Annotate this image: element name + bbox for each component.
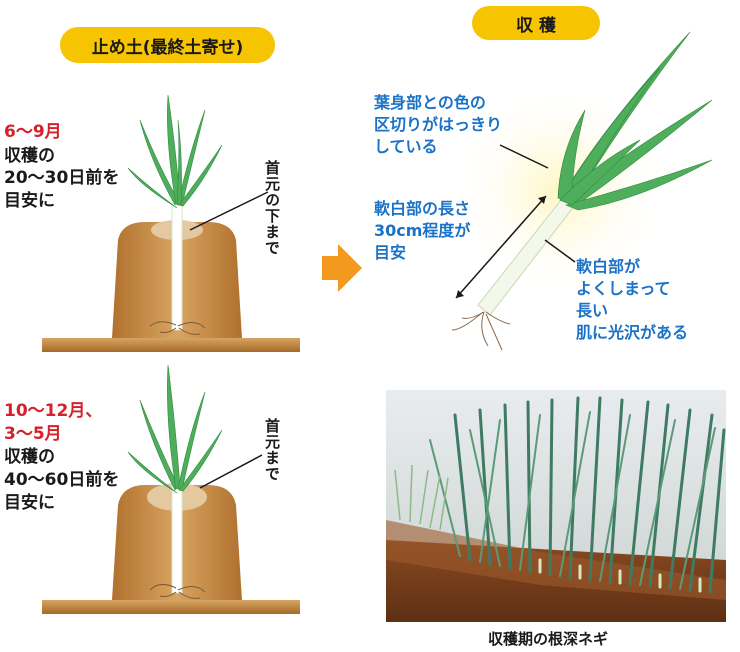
right-title: 収 穫 bbox=[516, 15, 556, 36]
plant-diagram-1 bbox=[42, 94, 300, 352]
photo-caption: 収穫期の根深ネギ bbox=[488, 630, 609, 648]
note3-line3: 長い bbox=[576, 301, 609, 320]
mark2-vertical: 首元まで bbox=[263, 418, 281, 482]
field-photo bbox=[386, 390, 726, 622]
note2-line2: 30cm程度が bbox=[374, 221, 471, 240]
left-title: 止め土(最終土寄せ) bbox=[91, 37, 244, 58]
note2-line1: 軟白部の長さ bbox=[374, 199, 471, 218]
note3-line4: 肌に光沢がある bbox=[576, 323, 689, 342]
period2-line1: 10〜12月、 bbox=[4, 401, 103, 421]
mark1-vertical: 首元の下まで bbox=[263, 160, 281, 256]
right-title-pill: 収 穫 bbox=[472, 6, 600, 40]
note3-line1: 軟白部が bbox=[576, 257, 641, 276]
note2-line3: 目安 bbox=[374, 243, 407, 262]
period2-line2: 3〜5月 bbox=[4, 424, 62, 444]
note1-line1: 葉身部との色の bbox=[374, 93, 486, 112]
harvest1-line1: 収穫の bbox=[4, 146, 55, 166]
note1-line2: 区切りがはっきり bbox=[374, 115, 503, 134]
harvested-leek bbox=[450, 31, 713, 351]
harvest1-line3: 目安に bbox=[4, 191, 55, 211]
note3-line2: よくしまって bbox=[576, 279, 671, 298]
plant-diagram-2 bbox=[42, 364, 300, 614]
note1-line3: している bbox=[374, 137, 438, 156]
harvest2-line1: 収穫の bbox=[4, 447, 55, 467]
left-title-pill: 止め土(最終土寄せ) bbox=[60, 27, 275, 63]
harvest2-line3: 目安に bbox=[4, 493, 55, 513]
harvest2-line2: 40〜60日前を bbox=[4, 470, 120, 490]
flow-arrow bbox=[322, 244, 362, 292]
period1-label: 6〜9月 bbox=[4, 122, 62, 142]
harvest1-line2: 20〜30日前を bbox=[4, 168, 120, 188]
